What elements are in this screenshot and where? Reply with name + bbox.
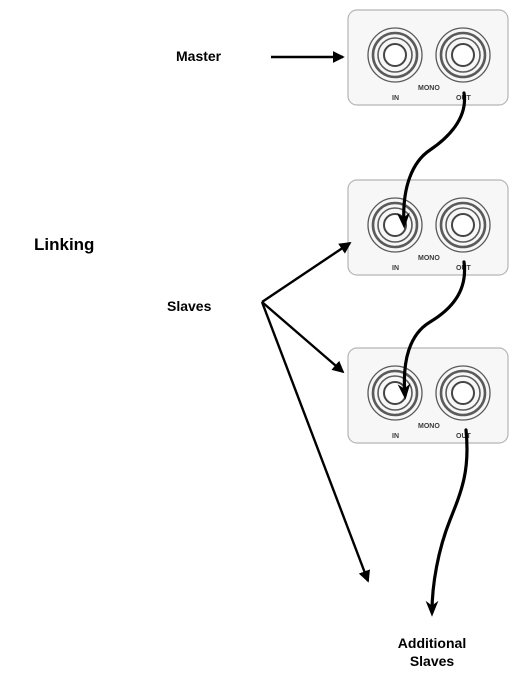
master-label: Master [176,48,222,64]
slaves-arrow-slave-1 [261,241,352,303]
linking-label: Linking [34,235,94,254]
in-label: IN [392,433,399,440]
in-label: IN [392,95,399,102]
additional-slaves-label-line1: Additional [398,635,466,651]
slave-1-jack-panel: IN MONO OUT [346,178,509,277]
out-label: OUT [456,433,472,440]
cable-slave-1-to-slave-2 [397,260,467,400]
master-jack-panel: IN MONO OUT [346,8,509,107]
cable-slave-2-to-additional [425,428,469,617]
mono-label: MONO [418,85,440,92]
mono-label: MONO [418,423,440,430]
mono-label: MONO [418,255,440,262]
in-label: IN [392,265,399,272]
slaves-arrow-slave-2 [261,301,345,374]
slaves-label: Slaves [167,298,212,314]
additional-slaves-label-line2: Slaves [410,653,455,669]
slaves-arrow-additional [260,301,370,583]
slave-2-jack-panel: IN MONO OUT [346,346,509,445]
cable-master-to-slave-1 [396,91,467,229]
